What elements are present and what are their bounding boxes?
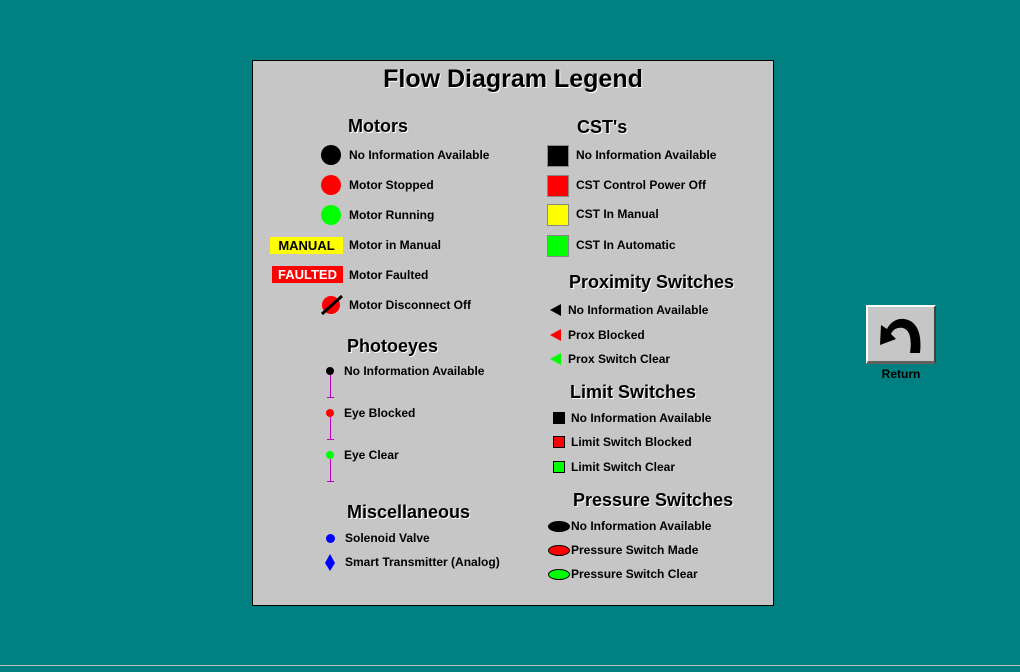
motor-stopped-icon [321, 175, 341, 195]
legend-label: Prox Switch Clear [568, 352, 671, 366]
pressure-clear-icon [548, 569, 570, 580]
prox-clear-icon [550, 353, 561, 365]
solenoid-valve-icon [326, 534, 335, 543]
csts-heading: CST's [577, 117, 628, 137]
faulted-badge: FAULTED [272, 266, 343, 283]
pressure-none-icon [548, 521, 570, 532]
limit-heading: Limit Switches [570, 382, 697, 402]
motor-running-icon [321, 205, 341, 225]
bottom-divider [0, 665, 1020, 666]
legend-label: Pressure Switch Made [571, 543, 699, 557]
legend-label: Smart Transmitter (Analog) [345, 555, 500, 569]
motor-none-icon [321, 145, 341, 165]
prox-blocked-icon [550, 329, 561, 341]
motor-disconnect-icon [320, 294, 344, 316]
legend-label: CST Control Power Off [576, 178, 706, 192]
legend-label: No Information Available [349, 148, 490, 162]
photoeye-blocked-icon [326, 409, 334, 417]
legend-label: Motor in Manual [349, 238, 441, 252]
legend-label: CST In Automatic [576, 238, 676, 252]
photoeye-clear-icon [326, 451, 334, 459]
legend-label: Limit Switch Blocked [571, 435, 692, 449]
legend-label: Motor Running [349, 208, 435, 222]
legend-panel: Flow Diagram Legend Motors No Informatio… [252, 60, 774, 606]
legend-label: No Information Available [576, 148, 717, 162]
legend-label: No Information Available [344, 364, 485, 378]
legend-label: No Information Available [571, 411, 712, 425]
legend-label: Motor Disconnect Off [349, 298, 471, 312]
photoeyes-heading: Photoeyes [347, 336, 439, 356]
legend-label: No Information Available [571, 519, 712, 533]
cst-manual-icon [547, 204, 569, 226]
legend-title: Flow Diagram Legend [383, 65, 643, 93]
legend-label: Eye Blocked [344, 406, 416, 420]
pressure-heading: Pressure Switches [573, 490, 734, 510]
cst-power-off-icon [547, 175, 569, 197]
legend-label: Solenoid Valve [345, 531, 430, 545]
limit-blocked-icon [553, 436, 565, 448]
smart-transmitter-icon [324, 554, 336, 577]
limit-clear-icon [553, 461, 565, 473]
legend-label: Limit Switch Clear [571, 460, 676, 474]
legend-label: Eye Clear [344, 448, 399, 462]
legend-label: CST In Manual [576, 207, 659, 221]
cst-automatic-icon [547, 235, 569, 257]
legend-label: Prox Blocked [568, 328, 645, 342]
return-label[interactable]: Return [881, 367, 921, 381]
legend-label: Motor Stopped [349, 178, 434, 192]
misc-heading: Miscellaneous [347, 502, 471, 522]
manual-badge: MANUAL [270, 237, 343, 254]
cst-none-icon [547, 145, 569, 167]
prox-heading: Proximity Switches [569, 272, 735, 292]
return-arrow-icon [880, 318, 921, 353]
pressure-made-icon [548, 545, 570, 556]
photoeye-none-icon [326, 367, 334, 375]
legend-label: No Information Available [568, 303, 709, 317]
motors-heading: Motors [348, 116, 408, 136]
legend-label: Motor Faulted [349, 268, 429, 282]
legend-label: Pressure Switch Clear [571, 567, 698, 581]
prox-none-icon [550, 304, 561, 316]
limit-none-icon [553, 412, 565, 424]
return-button[interactable] [866, 305, 936, 364]
